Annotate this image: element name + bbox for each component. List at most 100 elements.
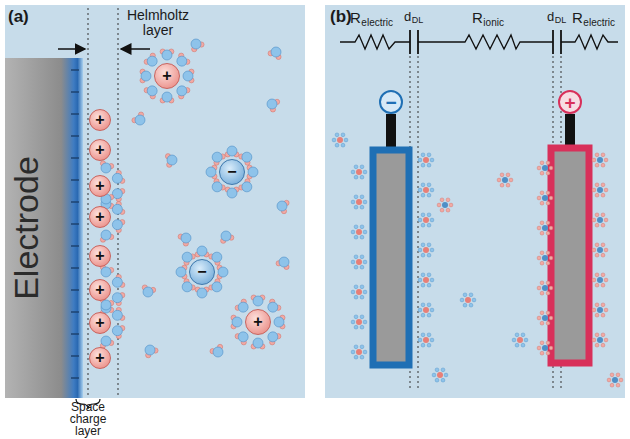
- molecule-part: [546, 231, 550, 235]
- molecule-part: [537, 346, 541, 350]
- water-molecule: [112, 201, 124, 214]
- water-molecule: [191, 39, 204, 52]
- molecule-part: [427, 223, 431, 227]
- molecule-part: [143, 287, 153, 297]
- component-subscript: ionic: [483, 17, 504, 28]
- molecule-part: [147, 86, 157, 96]
- molecule-part: [549, 346, 553, 350]
- molecule-part: [335, 143, 339, 147]
- small-anion: [537, 311, 553, 325]
- molecule-part: [601, 283, 605, 287]
- cation-circle: +: [154, 63, 180, 89]
- molecule-part: [167, 155, 177, 165]
- molecule-part: [351, 290, 355, 294]
- molecule-part: [542, 315, 548, 321]
- molecule-part: [542, 225, 548, 231]
- molecule-part: [540, 291, 544, 295]
- molecule-part: [253, 296, 263, 306]
- water-molecule: [247, 165, 258, 179]
- water-molecule: [235, 332, 248, 345]
- molecule-part: [421, 183, 425, 187]
- molecule-part: [344, 138, 348, 142]
- component-subscript: electric: [583, 17, 615, 28]
- molecule-part: [509, 178, 513, 182]
- small-cation: [351, 315, 367, 329]
- water-molecule: [100, 230, 113, 242]
- molecule-part: [500, 173, 504, 177]
- molecule-part: [449, 203, 453, 207]
- molecule-part: [191, 39, 201, 49]
- molecule-part: [601, 253, 605, 257]
- component-label: R: [472, 10, 483, 27]
- molecule-part: [592, 248, 596, 252]
- molecule-part: [356, 349, 362, 355]
- molecule-part: [592, 218, 596, 222]
- small-cation: [418, 303, 434, 317]
- molecule-part: [423, 337, 429, 343]
- charge-mark: [71, 113, 79, 114]
- molecule-part: [101, 163, 111, 173]
- water-molecule: [112, 189, 124, 202]
- molecule-part: [546, 221, 550, 225]
- molecule-part: [335, 133, 339, 137]
- molecule-part: [271, 47, 281, 57]
- small-anion: [437, 198, 453, 212]
- molecule-part: [540, 251, 544, 255]
- molecule-part: [360, 255, 364, 259]
- molecule-part: [595, 183, 599, 187]
- molecule-part: [360, 355, 364, 359]
- component-subscript: electric: [361, 17, 393, 28]
- charge-sign: +: [162, 68, 171, 84]
- molecule-part: [546, 351, 550, 355]
- charge-mark: [71, 355, 79, 356]
- component-subscript: DL: [555, 16, 567, 26]
- molecule-part: [418, 218, 422, 222]
- molecule-part: [595, 223, 599, 227]
- panel-letter: (b): [330, 8, 352, 27]
- molecule-part: [213, 347, 223, 357]
- molecule-part: [542, 255, 548, 261]
- molecule-part: [540, 201, 544, 205]
- charge-mark: [71, 289, 79, 290]
- molecule-part: [549, 286, 553, 290]
- electrode-block: Electrode: [5, 58, 83, 398]
- molecule-part: [549, 196, 553, 200]
- molecule-part: [430, 338, 434, 342]
- component-label: d: [547, 10, 554, 24]
- molecule-part: [279, 257, 289, 267]
- molecule-part: [206, 167, 216, 177]
- molecule-part: [601, 223, 605, 227]
- molecule-part: [432, 373, 436, 377]
- molecule-part: [360, 165, 364, 169]
- molecule-part: [363, 320, 367, 324]
- small-anion: [537, 191, 553, 205]
- molecule-part: [601, 153, 605, 157]
- small-anion: [592, 273, 608, 287]
- molecule-part: [242, 182, 252, 192]
- molecule-part: [267, 99, 277, 109]
- molecule-part: [354, 295, 358, 299]
- cation-circle: +: [89, 206, 111, 228]
- molecule-part: [427, 283, 431, 287]
- molecule-part: [360, 205, 364, 209]
- molecule-part: [421, 243, 425, 247]
- molecule-part: [418, 188, 422, 192]
- molecule-part: [540, 281, 544, 285]
- molecule-part: [363, 260, 367, 264]
- component-subscript: DL: [412, 16, 424, 26]
- charge-sign: +: [95, 209, 104, 225]
- molecule-part: [227, 146, 237, 156]
- charge-sign: +: [95, 178, 104, 194]
- molecule-part: [546, 251, 550, 255]
- small-cation: [351, 225, 367, 239]
- small-anion: [592, 243, 608, 257]
- molecule-part: [437, 203, 441, 207]
- molecule-part: [354, 315, 358, 319]
- molecule-part: [597, 217, 603, 223]
- charge-mark: [71, 201, 79, 202]
- molecule-part: [421, 343, 425, 347]
- molecule-part: [537, 166, 541, 170]
- molecule-part: [356, 229, 362, 235]
- small-cation: [351, 285, 367, 299]
- water-molecule: [277, 200, 289, 213]
